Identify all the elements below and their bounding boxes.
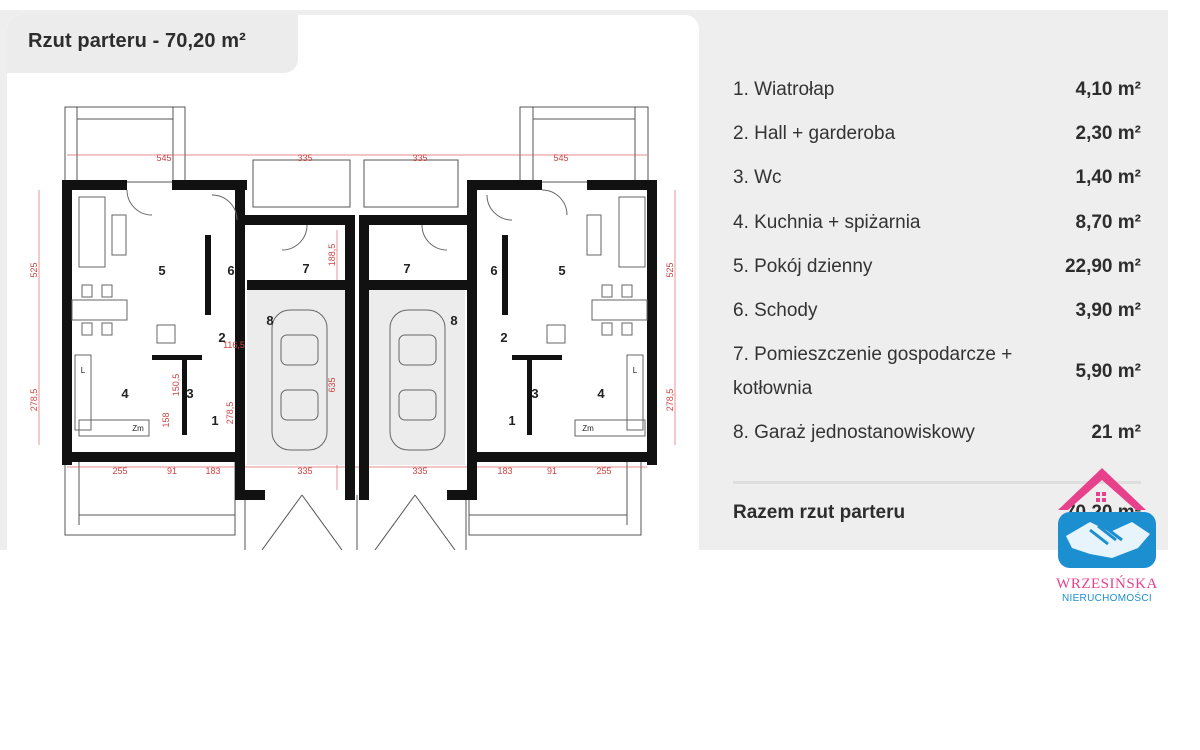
floor-plan-drawing: 5 6 7 8 2 3 4 1 7 6 5 8 2 3 4 1 545 335 — [29, 106, 676, 550]
room-number-1-left: 1 — [211, 413, 218, 428]
room-number-6-right: 6 — [490, 263, 497, 278]
room-area: 2,30 m² — [1075, 123, 1141, 144]
room-name: 7. Pomieszczenie gospodarcze + kotłownia — [733, 344, 1013, 399]
dim-side-7: 116,5 — [223, 340, 245, 350]
room-name: 5. Pokój dzienny — [733, 256, 873, 277]
house-handshake-icon — [1058, 468, 1156, 568]
dim-side-5: 635 — [327, 377, 337, 392]
floor-plan-panel: 5 6 7 8 2 3 4 1 7 6 5 8 2 3 4 1 545 335 — [7, 15, 699, 550]
dim-top-1: 545 — [156, 153, 171, 163]
dim-bottom-2: 91 — [167, 466, 177, 476]
total-label: Razem rzut parteru — [733, 502, 906, 523]
room-number-1-right: 1 — [508, 413, 515, 428]
total-divider — [733, 481, 1141, 484]
room-name: 3. Wc — [733, 167, 782, 188]
dim-side-1: 525 — [29, 262, 39, 277]
appliance-label-left-2: Zm — [132, 424, 144, 433]
room-number-7-right: 7 — [403, 261, 410, 276]
room-number-6-left: 6 — [227, 263, 234, 278]
dim-side-10: 278,5 — [225, 402, 235, 425]
appliance-label-right-1: L — [633, 366, 638, 375]
room-area: 21 m² — [1091, 422, 1141, 443]
room-area: 3,90 m² — [1075, 300, 1141, 321]
dim-bottom-7: 91 — [547, 466, 557, 476]
dim-bottom-4: 335 — [297, 466, 312, 476]
terrace-right — [519, 106, 649, 183]
dim-side-4: 278,5 — [665, 389, 675, 412]
room-area: 4,10 m² — [1075, 79, 1141, 100]
dim-side-2: 278,5 — [29, 389, 39, 412]
room-row: 7. Pomieszczenie gospodarcze + kotłownia… — [733, 333, 1141, 411]
walls — [62, 180, 657, 500]
dim-side-8: 150,5 — [171, 374, 181, 397]
room-number-8-right: 8 — [450, 313, 457, 328]
terrace-left — [64, 106, 186, 183]
content-area: 5 6 7 8 2 3 4 1 7 6 5 8 2 3 4 1 545 335 — [0, 10, 1168, 550]
room-number-3-left: 3 — [186, 386, 193, 401]
dim-top-3: 335 — [412, 153, 427, 163]
room-number-4-left: 4 — [121, 386, 129, 401]
dim-side-3: 525 — [665, 262, 675, 277]
room-row: 5. Pokój dzienny 22,90 m² — [733, 245, 1141, 289]
plan-title: Rzut parteru - 70,20 m² — [28, 30, 246, 52]
room-number-3-right: 3 — [531, 386, 538, 401]
appliance-label-left-1: L — [81, 366, 86, 375]
room-name: 2. Hall + garderoba — [733, 123, 896, 144]
room-number-8-left: 8 — [266, 313, 273, 328]
room-row: 3. Wc 1,40 m² — [733, 156, 1141, 200]
dim-bottom-6: 183 — [497, 466, 512, 476]
dim-bottom-5: 335 — [412, 466, 427, 476]
appliance-label-right-2: Zm — [582, 424, 594, 433]
room-row: 4. Kuchnia + spiżarnia 8,70 m² — [733, 200, 1141, 245]
room-number-5-left: 5 — [158, 263, 165, 278]
room-name: 4. Kuchnia + spiżarnia — [733, 211, 921, 233]
logo-name: WRZESIŃSKA — [1056, 576, 1158, 592]
room-area: 8,70 m² — [1075, 211, 1141, 233]
dim-bottom-1: 255 — [112, 466, 127, 476]
dim-side-6: 188,5 — [327, 244, 337, 267]
agency-logo[interactable]: WRZESIŃSKA NIERUCHOMOŚCI — [1052, 464, 1162, 614]
room-area: 5,90 m² — [1075, 361, 1141, 382]
dim-top-4: 545 — [553, 153, 568, 163]
room-area: 22,90 m² — [1064, 256, 1141, 277]
dim-side-9: 158 — [161, 412, 171, 427]
room-name: 8. Garaż jednostanowiskowy — [733, 422, 975, 443]
room-name: 6. Schody — [733, 300, 818, 321]
logo-tagline: NIERUCHOMOŚCI — [1061, 593, 1152, 604]
room-row: 2. Hall + garderoba 2,30 m² — [733, 112, 1141, 156]
dim-bottom-3: 183 — [205, 466, 220, 476]
room-number-4-right: 4 — [597, 386, 605, 401]
room-number-7-left: 7 — [302, 261, 309, 276]
dim-bottom-8: 255 — [596, 466, 611, 476]
room-number-5-right: 5 — [558, 263, 565, 278]
room-row: 6. Schody 3,90 m² — [733, 289, 1141, 333]
dim-top-2: 335 — [297, 153, 312, 163]
room-name: 1. Wiatrołap — [733, 79, 835, 100]
room-list: 1. Wiatrołap 4,10 m² 2. Hall + garderoba… — [733, 68, 1141, 455]
room-number-2-right: 2 — [500, 330, 507, 345]
room-area: 1,40 m² — [1075, 167, 1141, 188]
room-number-2-left: 2 — [218, 330, 225, 345]
room-row: 1. Wiatrołap 4,10 m² — [733, 68, 1141, 112]
plan-title-tab: Rzut parteru - 70,20 m² — [7, 15, 298, 73]
room-row: 8. Garaż jednostanowiskowy 21 m² — [733, 411, 1141, 455]
